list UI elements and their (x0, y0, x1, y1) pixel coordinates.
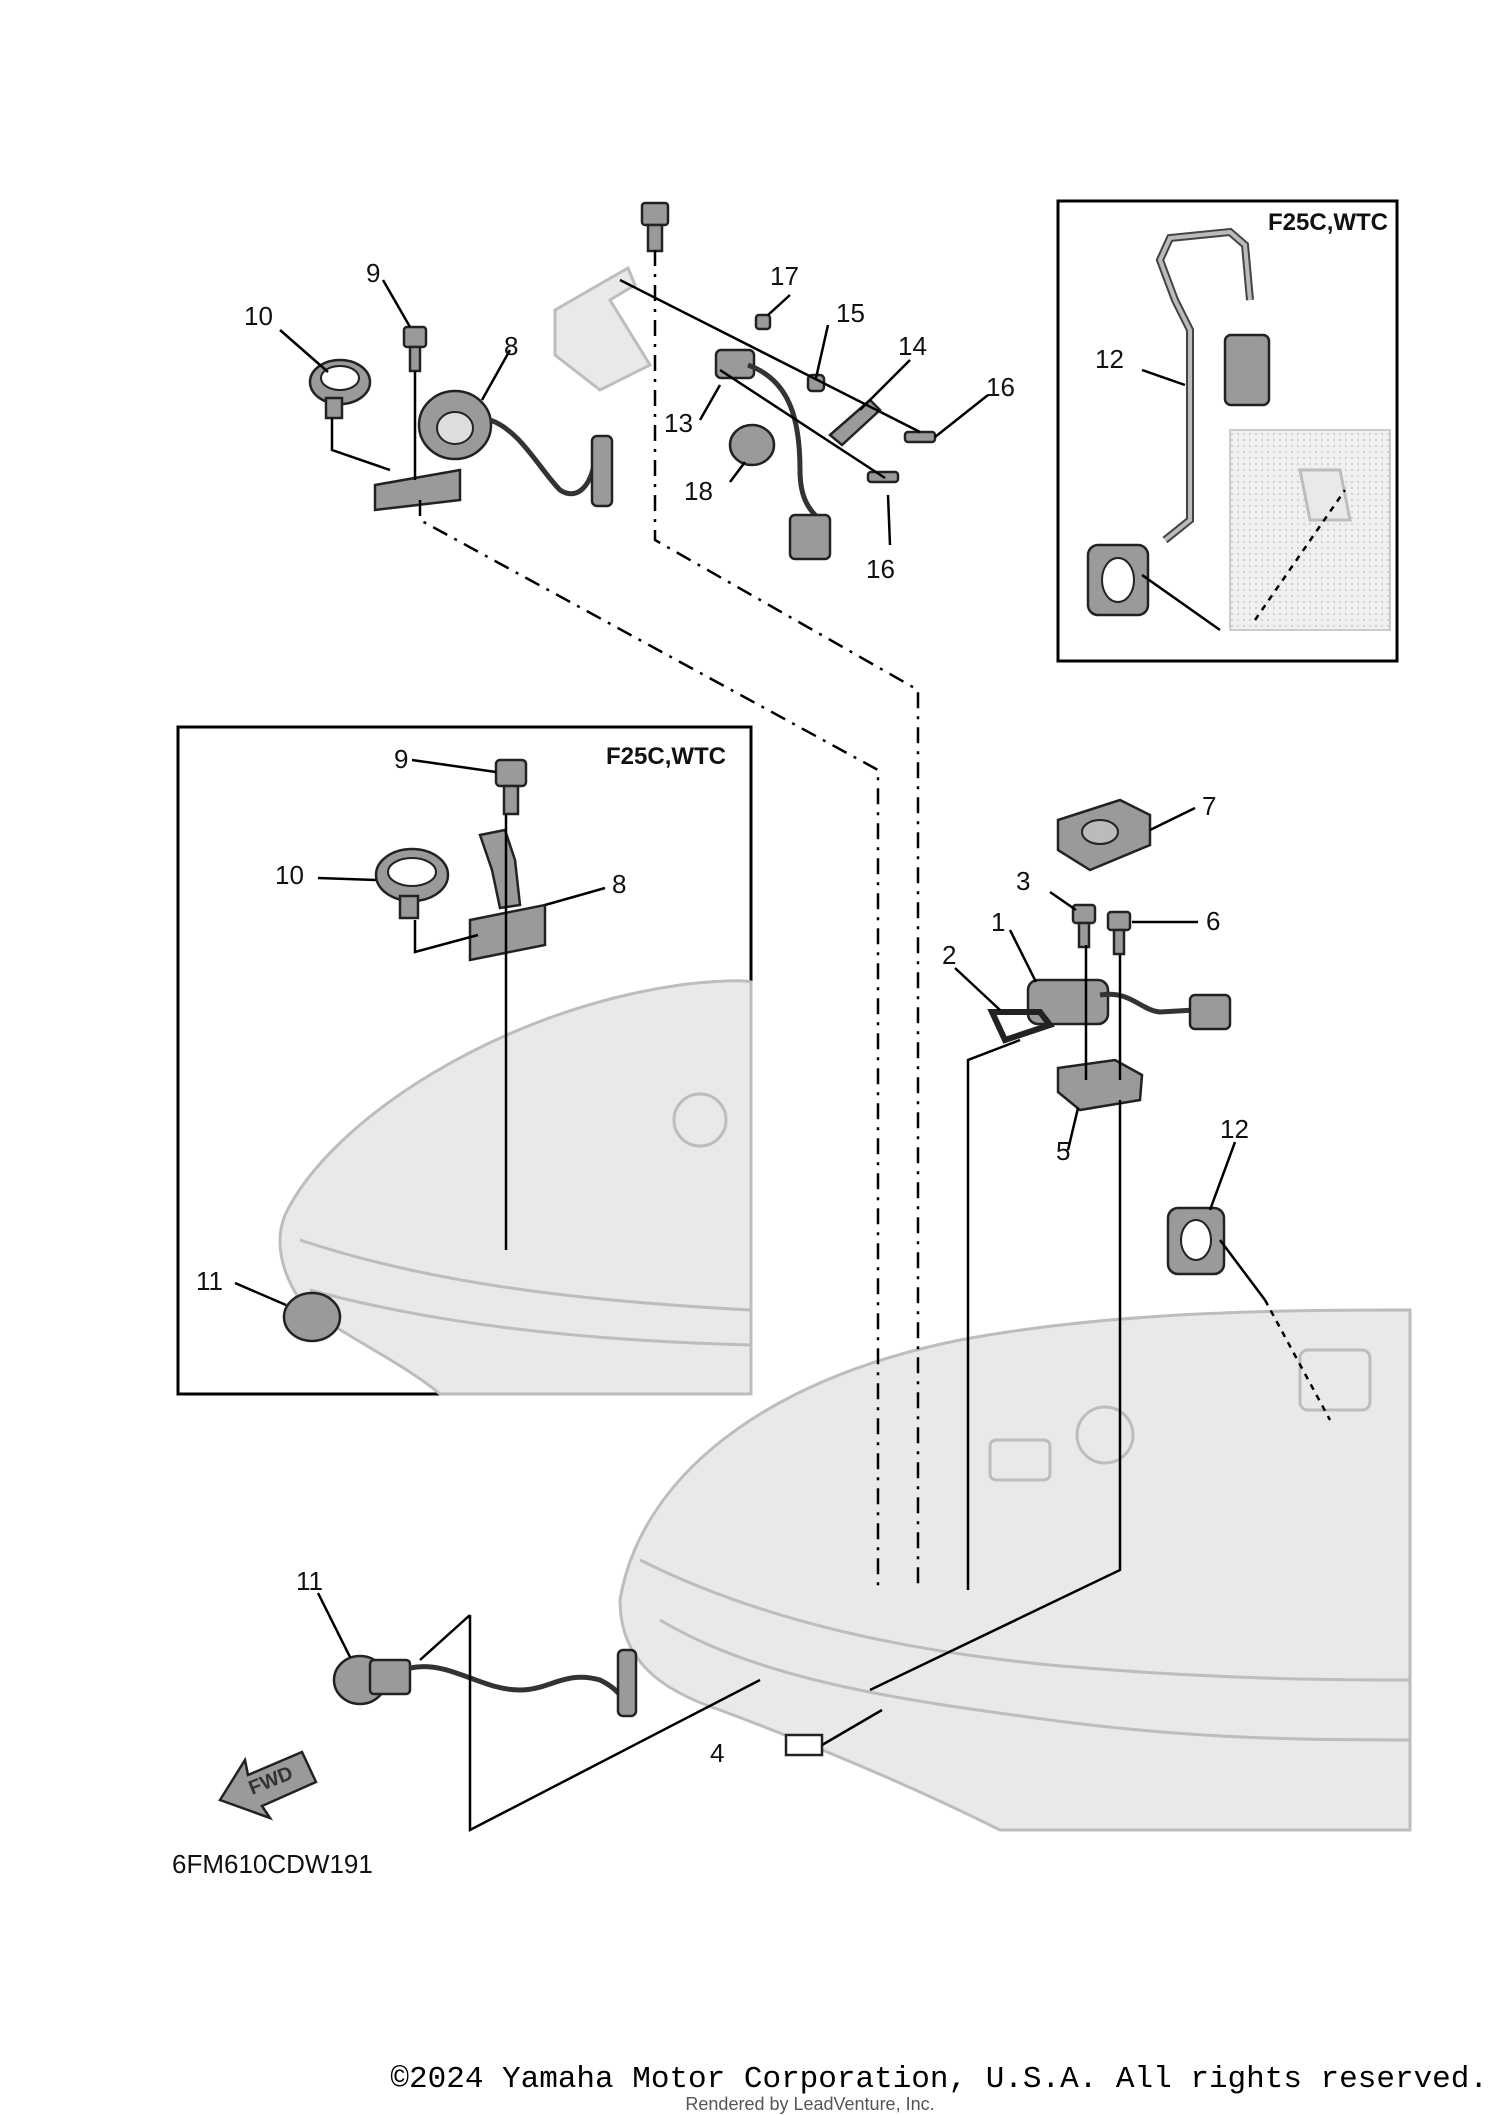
part-12-grommet (1166, 1206, 1226, 1276)
part-7-cover (1056, 798, 1152, 872)
bolt-top (640, 201, 670, 253)
rendered-by-credit: Rendered by LeadVenture, Inc. (685, 2094, 935, 2114)
part-1-switch (1026, 978, 1232, 1031)
part-14-plate (828, 398, 882, 447)
part-3-bolt (1071, 903, 1097, 949)
callout-8-top: 8 (504, 331, 518, 361)
callout-17: 17 (770, 261, 799, 291)
dashed-line-8 (418, 500, 880, 1590)
callout-1: 1 (991, 907, 1005, 937)
callout-14: 14 (898, 331, 927, 361)
callout-3: 3 (1016, 866, 1030, 896)
part-8-switch-assembly (373, 389, 614, 512)
callout-5: 5 (1056, 1136, 1070, 1166)
part-10-clamp (308, 358, 372, 420)
callout-6: 6 (1206, 906, 1220, 936)
inset-box-left: F25C,WTC (176, 725, 753, 1396)
callout-12-inset: 12 (1095, 344, 1124, 374)
ghost-bracket-top (553, 265, 653, 392)
part-18-grommet (728, 423, 776, 467)
part-9-bolt (402, 325, 428, 373)
part-11-cap-inset (282, 1291, 342, 1343)
leader-inset-clamp (413, 920, 479, 954)
callout-15: 15 (836, 298, 865, 328)
callout-9-inset: 9 (394, 744, 408, 774)
fwd-arrow-icon: FWD (218, 1750, 318, 1821)
callout-18: 18 (684, 476, 713, 506)
copyright-footer: ©2024 Yamaha Motor Corporation, U.S.A. A… (390, 2062, 1488, 2097)
callout-13: 13 (664, 408, 693, 438)
part-17-clip (754, 313, 772, 331)
callout-labels: 9 10 8 17 15 14 16 13 18 16 12 9 10 8 11… (196, 258, 1249, 1768)
callout-2: 2 (942, 940, 956, 970)
part-5-plate (1056, 1058, 1144, 1112)
part-9-bolt-inset (494, 758, 528, 816)
callout-16-lower: 16 (866, 554, 895, 584)
inset-title-right: F25C,WTC (1268, 209, 1388, 236)
inset-title-left: F25C,WTC (606, 743, 726, 770)
callout-12-main: 12 (1220, 1114, 1249, 1144)
part-16-bolt-a (903, 430, 937, 444)
callout-10-top: 10 (244, 301, 273, 331)
part-12-grommet-inset (1086, 543, 1150, 617)
callout-7: 7 (1202, 791, 1216, 821)
part-2-gasket (987, 1009, 1055, 1044)
callout-4: 4 (710, 1738, 724, 1768)
callout-9-top: 9 (366, 258, 380, 288)
inset-box-right: F25C,WTC (1056, 199, 1399, 663)
part-11-sensor (332, 1648, 638, 1718)
part-12-connector-inset (1223, 333, 1271, 407)
part-6-bolt (1106, 910, 1132, 956)
callout-leaders (234, 279, 1237, 1658)
callout-11-inset: 11 (196, 1266, 223, 1296)
callout-11-main: 11 (296, 1566, 323, 1596)
part-10-clamp-inset (374, 847, 450, 920)
callout-8-inset: 8 (612, 869, 626, 899)
callout-16-right: 16 (986, 372, 1015, 402)
callout-10-inset: 10 (275, 860, 304, 890)
part-13-sensor (714, 348, 832, 561)
part-4-label (784, 1733, 824, 1757)
diagram-code: 6FM610CDW191 (172, 1849, 373, 1879)
